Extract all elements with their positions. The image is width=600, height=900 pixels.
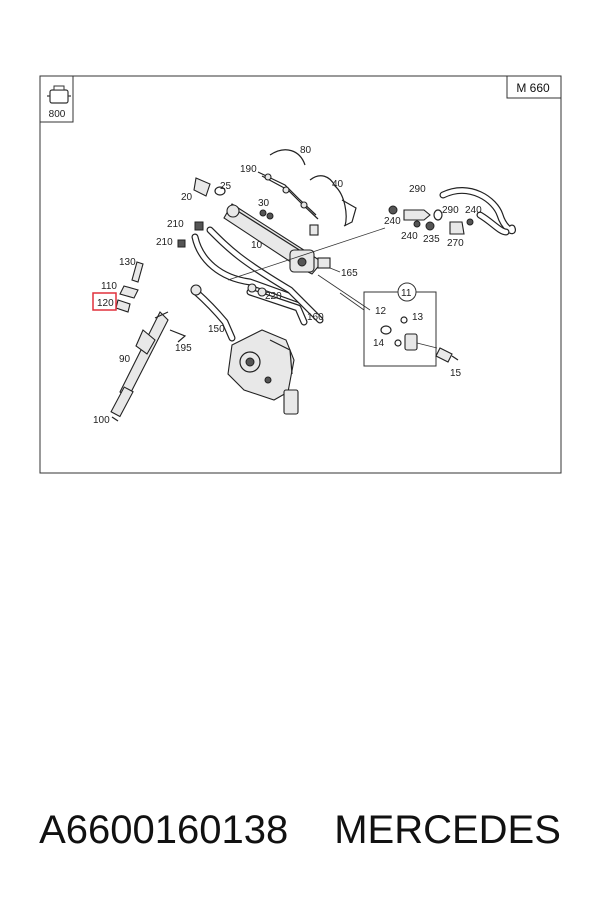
high-pressure-pump — [227, 329, 299, 415]
label-240-left: 240 — [384, 216, 401, 227]
parts-diagram: 800 M 660 — [39, 75, 562, 474]
model-box: M 660 — [506, 75, 562, 99]
label-165: 165 — [341, 268, 358, 279]
bracket-part — [169, 329, 187, 343]
highlight-box — [92, 292, 117, 311]
label-160: 160 — [307, 312, 324, 323]
label-270: 270 — [447, 238, 464, 249]
label-10: 10 — [251, 240, 263, 251]
label-240-mid: 240 — [401, 231, 418, 242]
label-210-lower: 210 — [156, 237, 173, 248]
diagram-frame — [39, 75, 562, 474]
label-100: 100 — [93, 415, 110, 426]
sensor-part — [404, 333, 418, 351]
label-240-right: 240 — [465, 205, 482, 216]
label-290-right: 290 — [442, 205, 459, 216]
label-15: 15 — [450, 368, 462, 379]
label-12: 12 — [375, 306, 387, 317]
brand-name: MERCEDES — [334, 807, 561, 852]
label-130: 130 — [119, 257, 136, 268]
leader-lines — [227, 227, 386, 311]
label-110: 110 — [101, 281, 117, 292]
label-20: 20 — [181, 192, 193, 203]
sensor-kit-inset — [339, 282, 438, 367]
high-pressure-pipes — [177, 221, 324, 342]
hose-assembly — [388, 187, 517, 236]
label-11: 11 — [401, 288, 412, 299]
clamp-part — [119, 285, 139, 299]
clamp-parts — [115, 261, 187, 343]
label-150: 150 — [208, 324, 225, 335]
group-box: 800 — [39, 75, 74, 123]
engine-block-icon — [47, 85, 71, 104]
return-line — [257, 149, 357, 236]
seal-ring-part — [214, 186, 226, 196]
label-80: 80 — [300, 145, 312, 156]
o-ring-part — [380, 325, 392, 335]
label-30: 30 — [258, 198, 270, 209]
label-120: 120 — [97, 298, 114, 309]
label-290-top: 290 — [409, 184, 426, 195]
part-labels: 10 11 12 13 14 15 20 25 30 40 80 90 100 … — [93, 145, 482, 426]
label-190: 190 — [240, 164, 257, 175]
bolt-part — [131, 261, 144, 283]
label-220: 220 — [265, 291, 282, 302]
small-parts-top — [193, 177, 274, 220]
model-code: M 660 — [516, 81, 550, 95]
label-195: 195 — [175, 343, 192, 354]
group-code: 800 — [49, 109, 66, 120]
label-14: 14 — [373, 338, 385, 349]
pressure-valve-part — [193, 177, 211, 197]
label-90: 90 — [119, 354, 131, 365]
label-25: 25 — [220, 181, 232, 192]
sensor-bolt — [435, 347, 459, 363]
label-235: 235 — [423, 234, 440, 245]
injector — [110, 311, 169, 422]
label-210-upper: 210 — [167, 219, 184, 230]
part-number: A6600160138 — [39, 807, 289, 852]
label-40: 40 — [332, 179, 344, 190]
fuel-rail — [223, 203, 331, 275]
part-caption: A6600160138 MERCEDES — [0, 800, 600, 860]
label-13: 13 — [412, 312, 424, 323]
